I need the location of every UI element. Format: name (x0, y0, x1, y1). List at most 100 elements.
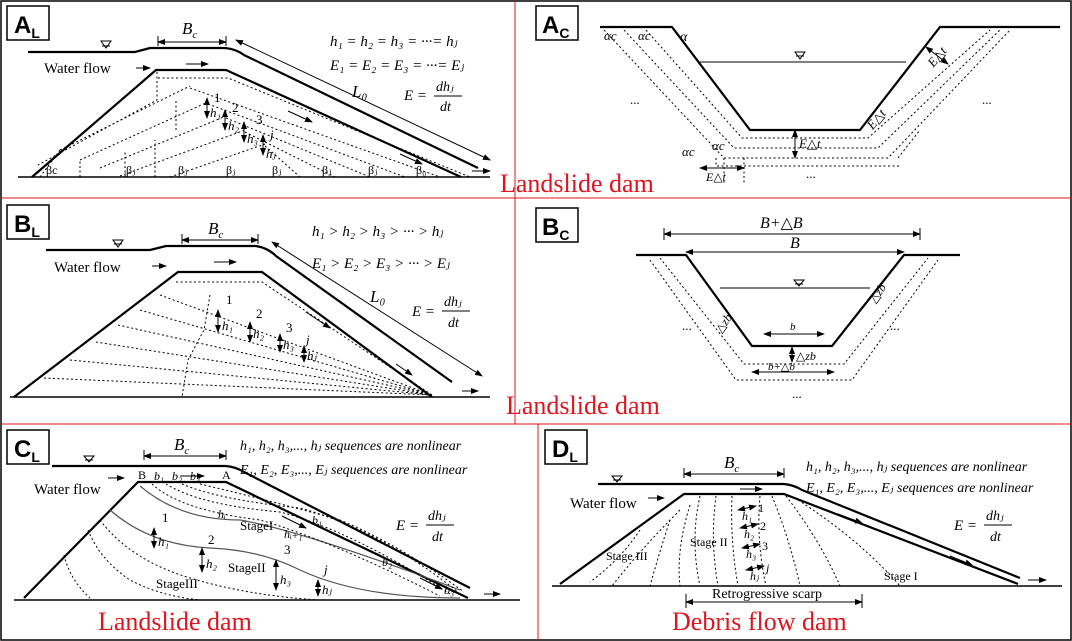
svg-text:B: B (138, 468, 146, 482)
svg-text:E =: E = (403, 88, 427, 104)
svg-text:b: b (790, 321, 796, 333)
svg-text:BL: BL (14, 211, 40, 240)
svg-text:Retrogressive scarp: Retrogressive scarp (712, 587, 822, 602)
panel-d-l: DL Bc Water flow Stage III Stage II Stag… (544, 429, 1062, 636)
svg-text:b₃: b₃ (444, 583, 454, 597)
svg-text:...: ... (682, 318, 692, 333)
svg-text:2: 2 (232, 100, 239, 115)
svg-text:b₁: b₁ (154, 469, 164, 483)
svg-text:L₀: L₀ (369, 287, 385, 306)
svg-text:E△t: E△t (798, 136, 821, 151)
svg-text:dhⱼ: dhⱼ (436, 80, 454, 95)
svg-text:hⱼ: hⱼ (307, 348, 318, 363)
svg-text:β₀: β₀ (416, 163, 426, 177)
panel-a-l: AL Bc L₀ Water flow (6, 5, 654, 198)
panel-tag: CL (6, 429, 50, 465)
svg-text:Stage III: Stage III (606, 549, 648, 563)
svg-text:Bc: Bc (724, 453, 739, 475)
svg-text:E =: E = (411, 304, 435, 320)
svg-text:hᵢ: hᵢ (218, 507, 226, 521)
svg-text:Bc: Bc (174, 435, 189, 457)
svg-text:h₁ = h₂ = h₃ = ···= hⱼ: h₁ = h₂ = h₃ = ···= hⱼ (330, 34, 458, 50)
svg-text:E₁ > E₂ > E₃ > ··· > Eⱼ: E₁ > E₂ > E₃ > ··· > Eⱼ (311, 256, 450, 272)
svg-text:E₁, E₂, E₃,..., Eⱼ sequences a: E₁, E₂, E₃,..., Eⱼ sequences are nonline… (239, 463, 468, 478)
svg-text:...: ... (792, 386, 802, 401)
svg-text:1: 1 (214, 90, 221, 105)
svg-text:Water flow: Water flow (34, 482, 101, 498)
panel-b-c: BC B+△B B b △zb b+△b △zb △zb ... ... ... (535, 207, 960, 401)
svg-text:αc: αc (638, 28, 651, 43)
svg-text:dhⱼ: dhⱼ (444, 295, 462, 310)
erosion-layers (589, 495, 901, 587)
h-labels: 1 2 3 j h₁ h₂ h₃ hⱼ (215, 292, 318, 363)
svg-text:A: A (222, 468, 231, 482)
panel-tag: BC (535, 207, 579, 243)
svg-text:B+△B: B+△B (760, 215, 803, 232)
svg-text:h₁: h₁ (222, 318, 233, 333)
svg-text:Bc: Bc (208, 219, 223, 241)
svg-text:b+△b: b+△b (768, 361, 795, 373)
svg-text:1: 1 (226, 292, 233, 307)
panel-tag: BL (6, 204, 50, 240)
svg-text:dhⱼ: dhⱼ (986, 509, 1004, 524)
channel-profile (600, 25, 1060, 132)
dam-profile (559, 492, 1019, 586)
svg-text:dhⱼ: dhⱼ (428, 509, 446, 524)
svg-text:h₂: h₂ (206, 556, 218, 571)
water-level-icon (82, 455, 96, 463)
water-level-icon (794, 51, 806, 60)
svg-text:Stage II: Stage II (690, 535, 728, 549)
svg-text:Water flow: Water flow (44, 61, 111, 77)
svg-text:3: 3 (256, 112, 263, 127)
caption: Landslide dam (500, 169, 654, 198)
svg-text:j: j (268, 127, 274, 142)
svg-text:h₁, h₂, h₃,..., hⱼ sequences a: h₁, h₂, h₃,..., hⱼ sequences are nonline… (240, 439, 462, 454)
svg-text:E△t: E△t (863, 106, 889, 133)
svg-text:StageI: StageI (240, 518, 273, 533)
svg-text:...: ... (630, 92, 640, 107)
svg-text:2: 2 (256, 306, 263, 321)
svg-text:E =: E = (953, 518, 977, 534)
svg-text:h₂: h₂ (253, 326, 265, 341)
svg-text:Bc: Bc (182, 19, 197, 41)
svg-text:h₂: h₂ (744, 527, 754, 541)
svg-text:Water flow: Water flow (570, 496, 637, 512)
svg-text:b₂: b₂ (382, 555, 392, 569)
h-labels: 1 2 3 j h₁ h₂ h₃ hⱼ (151, 510, 333, 597)
svg-text:hᵢ₊₁: hᵢ₊₁ (284, 527, 302, 541)
svg-text:b₁: b₁ (312, 513, 322, 527)
panel-tag: DL (544, 429, 588, 465)
panel-a-c: AC αc αc α ... ... ... E△t E△t E△t E△t α… (535, 5, 1060, 185)
caption: Landslide dam (506, 391, 660, 420)
svg-text:j: j (764, 561, 770, 575)
erosion-layers (603, 29, 1011, 185)
water-surface (598, 482, 1021, 580)
svg-text:...: ... (982, 92, 992, 107)
svg-text:2: 2 (208, 532, 215, 547)
svg-text:h₃: h₃ (280, 572, 291, 587)
caption: Debris flow dam (672, 607, 847, 636)
svg-text:βⱼ: βⱼ (322, 163, 331, 177)
svg-text:h₃: h₃ (247, 131, 258, 146)
svg-text:CL: CL (14, 436, 40, 465)
svg-text:...: ... (806, 166, 816, 181)
svg-text:E₁ = E₂ = E₃ = ···= Eⱼ: E₁ = E₂ = E₃ = ···= Eⱼ (329, 58, 464, 74)
panel-tag: AL (6, 5, 50, 41)
svg-text:L₀: L₀ (351, 82, 367, 101)
erosion-layers (63, 483, 465, 601)
panel-b-l: BL Bc L₀ Water flow 1 2 3 j h₁ h₂ h₃ h (6, 204, 660, 420)
svg-text:hⱼ: hⱼ (322, 582, 333, 597)
svg-text:BC: BC (542, 214, 569, 243)
svg-text:βⱼ: βⱼ (126, 163, 135, 177)
svg-text:h₂: h₂ (228, 118, 240, 133)
svg-text:βⱼ: βⱼ (272, 163, 281, 177)
svg-text:B: B (790, 235, 800, 252)
svg-text:dt: dt (448, 316, 460, 331)
svg-text:3: 3 (762, 539, 768, 553)
svg-text:E =: E = (395, 518, 419, 534)
svg-text:dt: dt (990, 530, 1002, 545)
svg-text:βⱼ: βⱼ (178, 163, 187, 177)
svg-text:α: α (680, 30, 688, 45)
